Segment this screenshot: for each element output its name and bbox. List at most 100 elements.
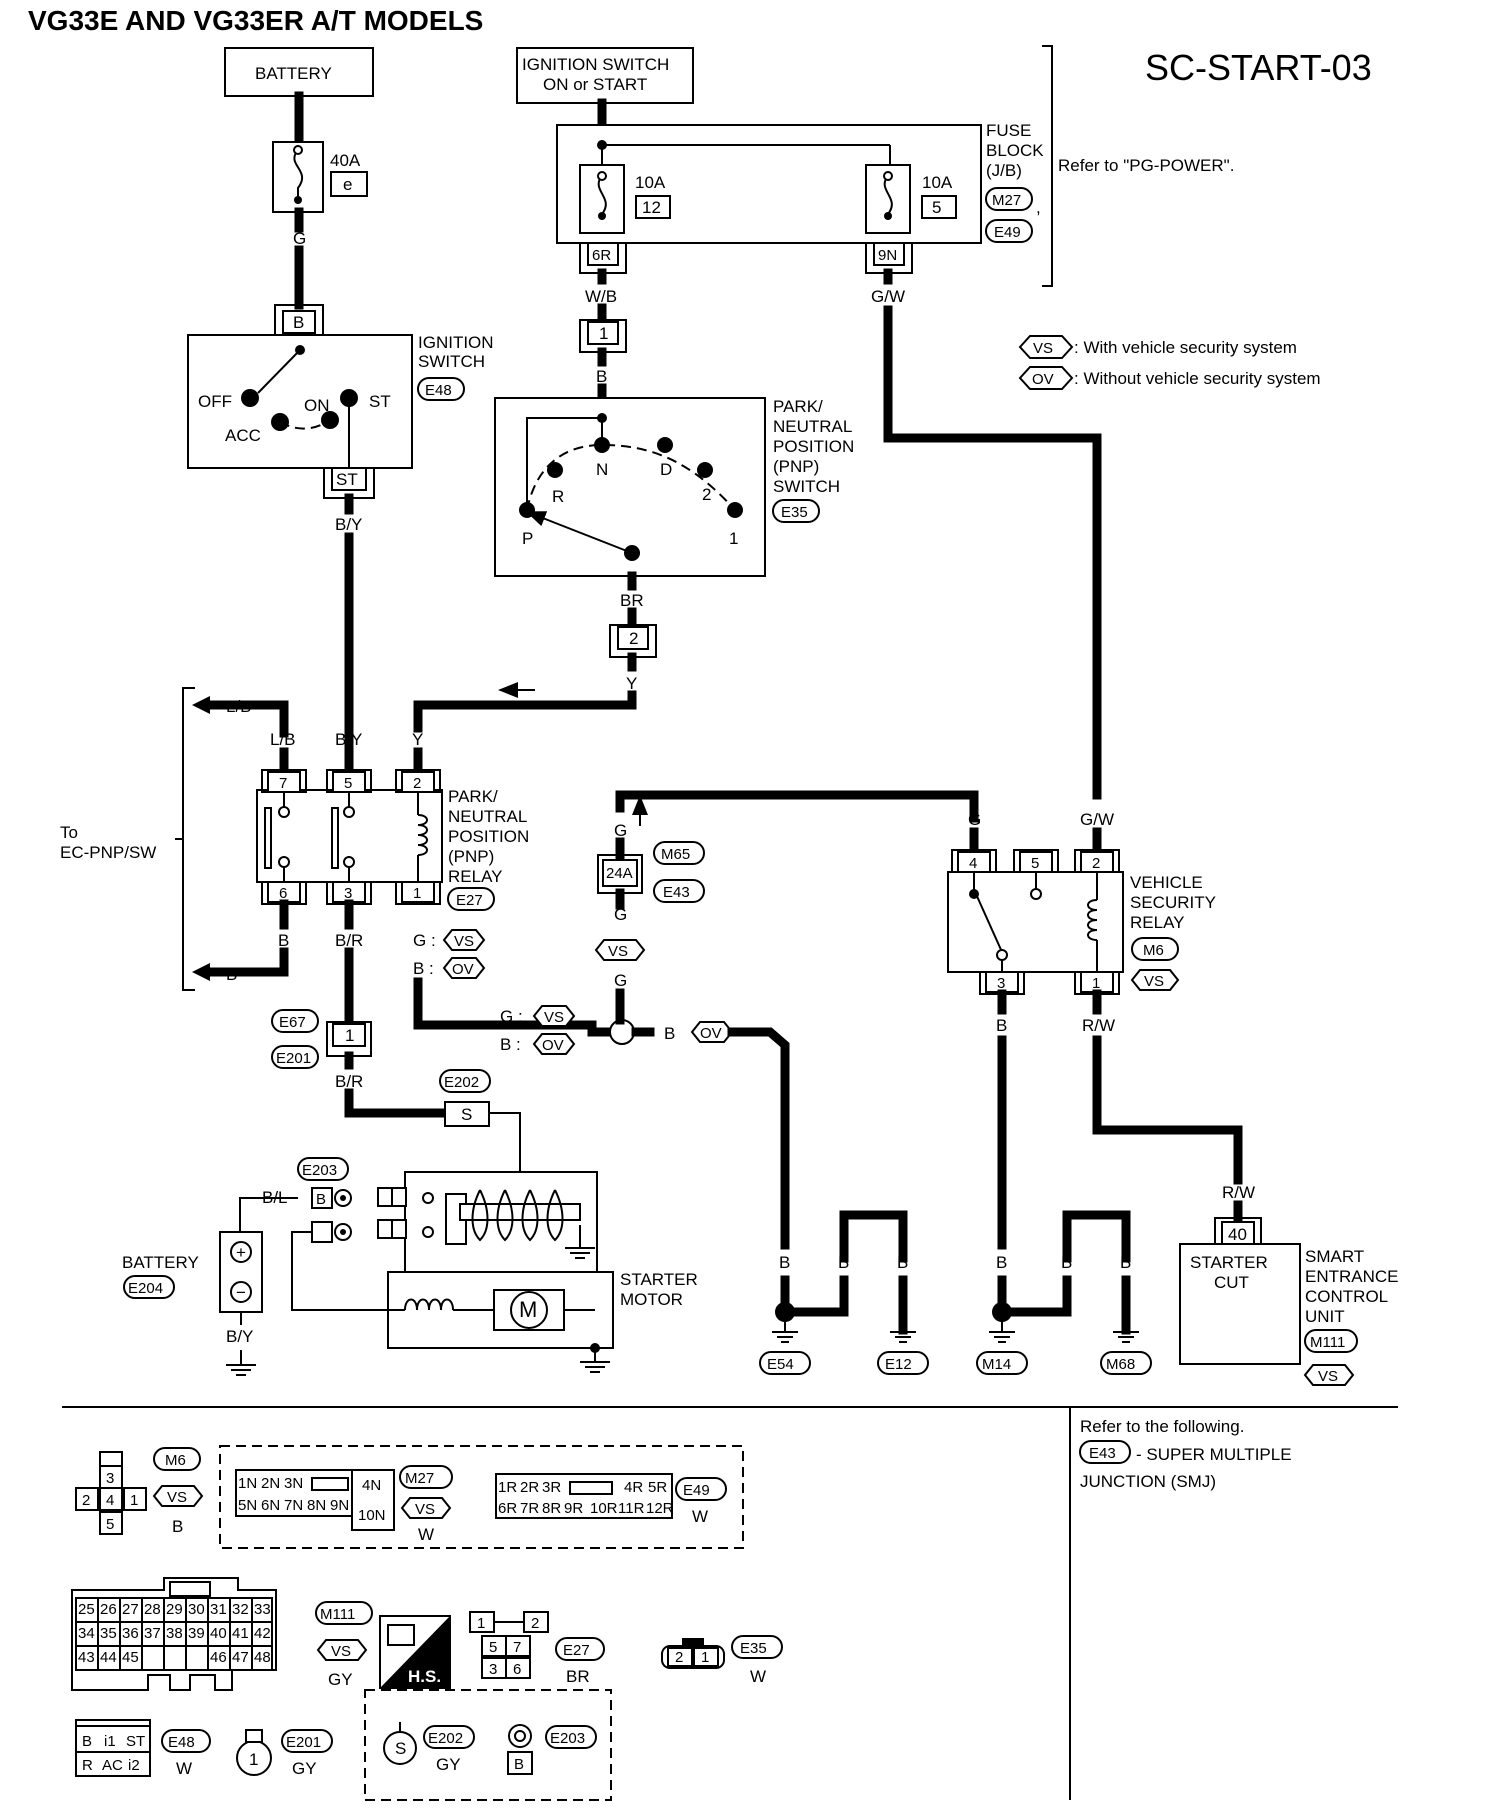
svg-text:OFF: OFF — [198, 392, 232, 411]
svg-text:ON: ON — [304, 396, 330, 415]
svg-text:POSITION: POSITION — [448, 827, 529, 846]
svg-text:VS: VS — [1318, 1368, 1338, 1385]
svg-text:6: 6 — [279, 885, 287, 902]
svg-text:5: 5 — [106, 1516, 114, 1533]
svg-text:- SUPER MULTIPLE: - SUPER MULTIPLE — [1136, 1445, 1292, 1464]
svg-text:11R: 11R — [618, 1500, 645, 1517]
svg-text:E43: E43 — [1089, 1445, 1116, 1462]
svg-text:E27: E27 — [563, 1642, 590, 1659]
svg-text:6R: 6R — [592, 247, 611, 264]
svg-text:BLOCK: BLOCK — [986, 141, 1044, 160]
svg-text:E202: E202 — [444, 1074, 479, 1091]
connector-m6: 3 2 4 1 5 M6 VS B — [75, 1447, 204, 1536]
svg-text:AC: AC — [102, 1757, 123, 1774]
svg-text:5: 5 — [489, 1639, 497, 1656]
svg-text:L/B: L/B — [226, 697, 252, 716]
wire-b-pnp: B — [596, 367, 607, 386]
svg-text:ACC: ACC — [225, 426, 261, 445]
svg-text:P: P — [522, 529, 533, 548]
svg-text:R: R — [552, 487, 564, 506]
svg-text:SECURITY: SECURITY — [1130, 893, 1216, 912]
svg-text:2: 2 — [413, 775, 421, 792]
svg-text:33: 33 — [254, 1601, 271, 1618]
svg-text:B: B — [779, 1253, 790, 1272]
svg-text:PARK/: PARK/ — [448, 787, 498, 806]
svg-text:3: 3 — [106, 1470, 114, 1487]
svg-text:E48: E48 — [168, 1734, 195, 1751]
smart-entrance-control-unit: R/W 40 STARTER CUT SMART ENTRANCE CONTRO… — [1179, 1183, 1399, 1386]
svg-text:(PNP): (PNP) — [773, 457, 819, 476]
svg-text:1: 1 — [413, 885, 421, 902]
svg-text:B/R: B/R — [335, 1072, 363, 1091]
svg-text:7: 7 — [279, 775, 287, 792]
svg-text:VS: VS — [331, 1643, 351, 1660]
svg-text:37: 37 — [144, 1625, 161, 1642]
svg-text:5: 5 — [1031, 855, 1039, 872]
svg-text:: Without vehicle security sys: : Without vehicle security system — [1074, 369, 1321, 388]
svg-text:1: 1 — [477, 1615, 485, 1632]
svg-text:E204: E204 — [128, 1280, 163, 1297]
svg-text:i2: i2 — [128, 1757, 140, 1774]
svg-text:1N: 1N — [238, 1475, 257, 1492]
svg-text:48: 48 — [254, 1649, 271, 1666]
svg-text:47: 47 — [232, 1649, 249, 1666]
refer-note: Refer to the following. E43 - SUPER MULT… — [1079, 1417, 1292, 1491]
svg-text:B :: B : — [500, 1035, 521, 1054]
svg-text:40: 40 — [1228, 1225, 1247, 1244]
svg-text:E201: E201 — [286, 1734, 321, 1751]
svg-text:M65: M65 — [661, 846, 690, 863]
diagram-id: SC-START-03 — [1145, 47, 1372, 88]
svg-text:7: 7 — [513, 1639, 521, 1656]
svg-text:4R: 4R — [624, 1479, 643, 1496]
svg-text:B: B — [278, 931, 289, 950]
svg-text:32: 32 — [232, 1601, 249, 1618]
pnp-relay: 7 5 2 6 3 1 PARK/ NEUTRAL POSITION (PNP)… — [256, 769, 529, 911]
connector-m27: 1N 2N 3N 5N 6N 7N 8N 9N 4N 10N M27 VS W — [235, 1465, 453, 1544]
fuse-40a: 40A e — [272, 141, 368, 213]
svg-text:CONTROL: CONTROL — [1305, 1287, 1388, 1306]
svg-text:e: e — [343, 175, 352, 194]
svg-text:ENTRANCE: ENTRANCE — [1305, 1267, 1399, 1286]
svg-text:JUNCTION (SMJ): JUNCTION (SMJ) — [1080, 1472, 1216, 1491]
ec-label-name: EC-PNP/SW — [60, 843, 156, 862]
svg-text:2: 2 — [82, 1492, 90, 1509]
svg-text:B: B — [664, 1024, 675, 1043]
svg-text:RELAY: RELAY — [448, 867, 503, 886]
svg-text:B: B — [293, 313, 304, 332]
svg-text:31: 31 — [210, 1601, 227, 1618]
svg-text:GY: GY — [328, 1670, 353, 1689]
svg-text:IGNITION SWITCH: IGNITION SWITCH — [522, 55, 669, 74]
svg-text:34: 34 — [78, 1625, 95, 1642]
svg-text:40A: 40A — [330, 151, 361, 170]
svg-text:12R: 12R — [646, 1500, 674, 1517]
svg-text:H.S.: H.S. — [408, 1667, 441, 1686]
svg-text:3R: 3R — [542, 1479, 561, 1496]
svg-text:W: W — [750, 1667, 766, 1686]
svg-text:E202: E202 — [428, 1730, 463, 1747]
svg-text:5: 5 — [932, 198, 941, 217]
wire-gw-1: G/W — [871, 287, 905, 306]
svg-text:B: B — [172, 1517, 183, 1536]
wire-wb: W/B — [585, 287, 617, 306]
svg-text:VS: VS — [1033, 340, 1053, 357]
connector-e202: S E202 GY — [383, 1722, 475, 1774]
svg-text:25: 25 — [78, 1601, 95, 1618]
svg-text:NEUTRAL: NEUTRAL — [773, 417, 852, 436]
wire-by-1: B/Y — [335, 515, 362, 534]
svg-text:M6: M6 — [1143, 942, 1164, 959]
connector-e35: 2 1 E35 W — [661, 1635, 783, 1686]
ignition-switch: B OFF ACC ON ST ST IGNITION SWITCH E48 — [187, 304, 494, 499]
svg-text:B: B — [316, 1191, 326, 1208]
svg-text:5R: 5R — [648, 1479, 667, 1496]
svg-text:7R: 7R — [520, 1500, 539, 1517]
svg-text:8R: 8R — [542, 1500, 561, 1517]
svg-text:5: 5 — [344, 775, 352, 792]
svg-text:27: 27 — [122, 1601, 139, 1618]
svg-text:9N: 9N — [878, 247, 897, 264]
svg-text:B/R: B/R — [335, 931, 363, 950]
svg-text:MOTOR: MOTOR — [620, 1290, 683, 1309]
svg-text:OV: OV — [700, 1025, 722, 1042]
svg-text:29: 29 — [166, 1601, 183, 1618]
svg-text:9N: 9N — [330, 1497, 349, 1514]
connector-e201: 1 E201 GY — [236, 1729, 333, 1778]
